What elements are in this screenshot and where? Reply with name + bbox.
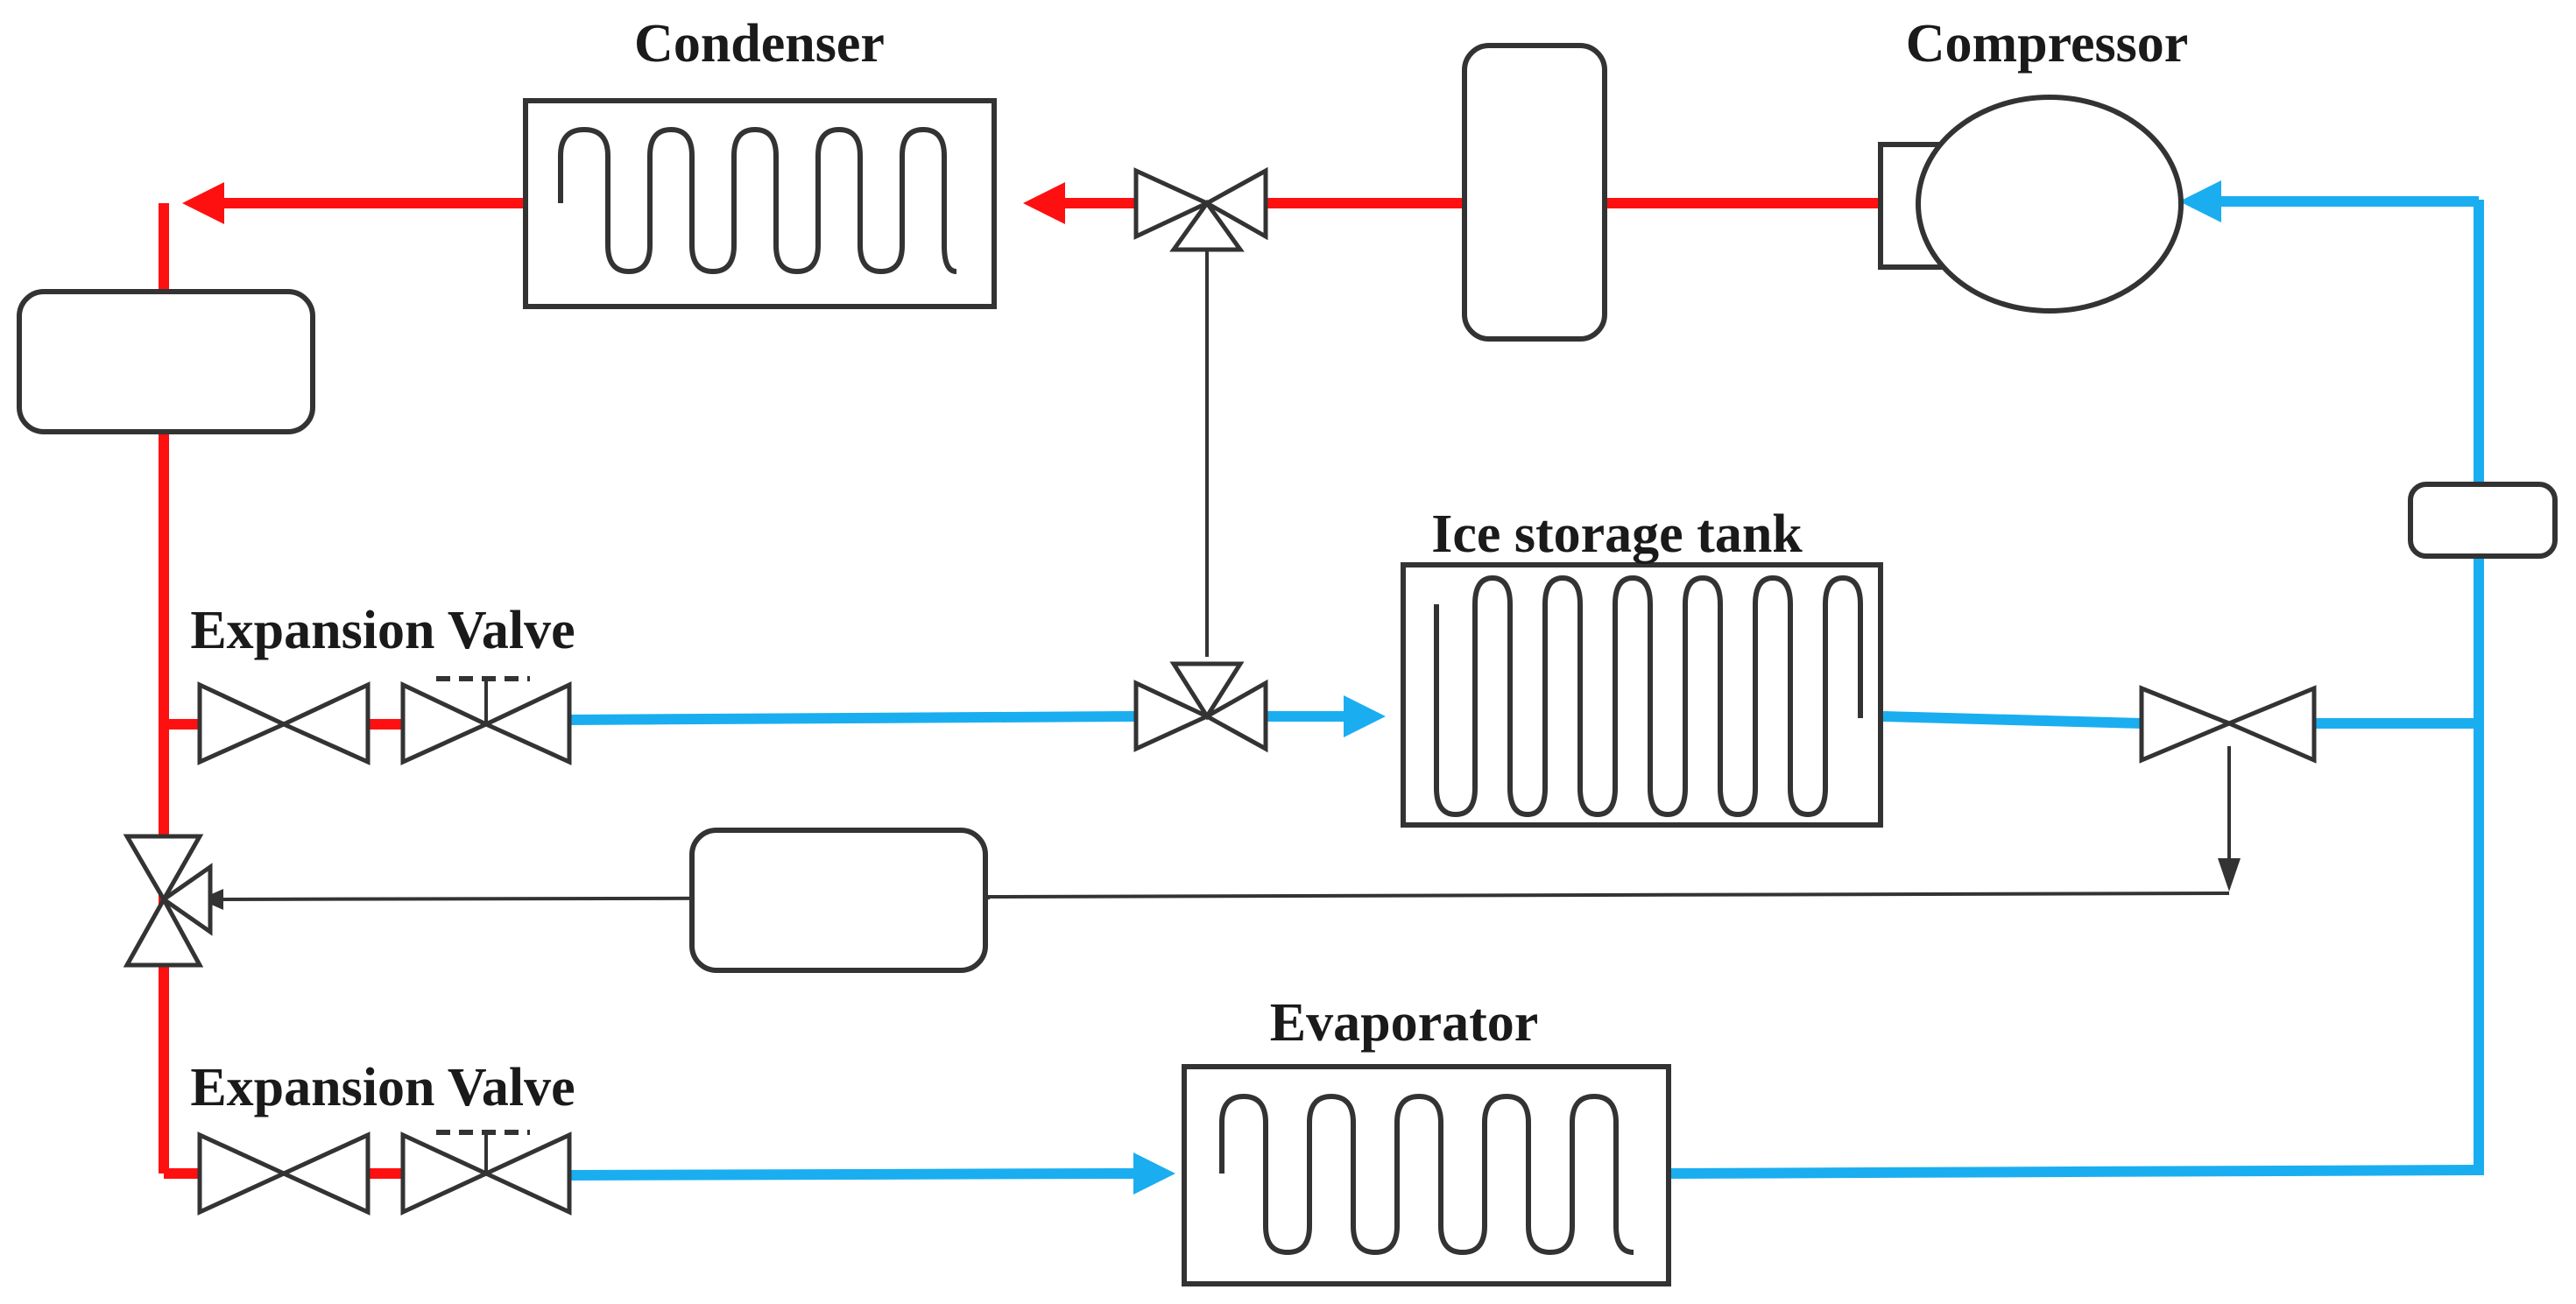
condenser: Condenser bbox=[523, 14, 997, 309]
tv-top-left bbox=[1133, 167, 1212, 240]
three-way-valve-middle bbox=[1133, 661, 1268, 753]
ice-tank-coil bbox=[1434, 575, 1863, 817]
evaporator-label: Evaporator bbox=[1270, 993, 1539, 1053]
exp-lower-b-left bbox=[400, 1131, 491, 1216]
tv-left-top bbox=[123, 834, 204, 905]
tv-right-left bbox=[2139, 685, 2235, 764]
controller-box bbox=[689, 828, 988, 973]
hot-pipes bbox=[159, 182, 1883, 1179]
condenser-coil bbox=[558, 127, 957, 274]
receiver-vertical bbox=[1462, 43, 1607, 342]
control-line-bottom bbox=[987, 892, 2230, 899]
tv-top-bottom bbox=[1169, 199, 1245, 252]
evaporator-box bbox=[1182, 1064, 1671, 1286]
exp-lower-b-right bbox=[481, 1131, 572, 1216]
ice-tank-label: Ice storage tank bbox=[1431, 504, 1803, 564]
control-lines bbox=[200, 250, 2241, 910]
expansion-valve-lower-label: Expansion Valve bbox=[190, 1058, 575, 1117]
expansion-valve-upper-label: Expansion Valve bbox=[190, 601, 575, 660]
exp-upper-a-left bbox=[197, 681, 290, 765]
tv-mid-right bbox=[1202, 679, 1268, 753]
exp-upper-a-right bbox=[278, 681, 371, 765]
condenser-label: Condenser bbox=[634, 14, 885, 74]
compressor-body bbox=[1916, 95, 2184, 314]
pipe-tank-out bbox=[1882, 711, 2142, 729]
evaporator: Evaporator bbox=[1182, 993, 1671, 1286]
three-way-valve-right bbox=[2139, 685, 2317, 764]
pipe-evap-out bbox=[1668, 1165, 2480, 1179]
exp-lower-a-left bbox=[197, 1131, 290, 1216]
pipe-exp-upper-to-valve bbox=[568, 711, 1135, 725]
pipe-exp-lower-to-evap bbox=[568, 1168, 1122, 1181]
ice-tank-box bbox=[1401, 562, 1883, 828]
evaporator-coil bbox=[1219, 1094, 1634, 1255]
exp-lower-a-right bbox=[278, 1131, 371, 1216]
control-arrow-down bbox=[2218, 858, 2241, 892]
expansion-valve-lower: Expansion Valve bbox=[190, 1058, 575, 1216]
expansion-valve-upper: Expansion Valve bbox=[190, 601, 575, 765]
exp-upper-b-left bbox=[400, 681, 491, 765]
cold-pipes bbox=[568, 180, 2484, 1195]
compressor-label: Compressor bbox=[1906, 14, 2189, 74]
tv-mid-top bbox=[1169, 661, 1245, 721]
tv-left-bottom bbox=[123, 894, 204, 968]
tv-left-side bbox=[159, 863, 213, 936]
exp-upper-b-right bbox=[481, 681, 572, 765]
three-way-valve-top bbox=[1133, 166, 1268, 252]
receiver-left bbox=[17, 289, 315, 434]
tv-right-right bbox=[2223, 685, 2317, 764]
accumulator-right bbox=[2408, 482, 2558, 559]
compressor: Compressor bbox=[1878, 14, 2189, 314]
tv-mid-left bbox=[1133, 680, 1212, 752]
ice-storage-tank: Ice storage tank bbox=[1401, 504, 1883, 828]
tv-top-right bbox=[1202, 166, 1268, 241]
three-way-valve-left bbox=[123, 834, 213, 968]
